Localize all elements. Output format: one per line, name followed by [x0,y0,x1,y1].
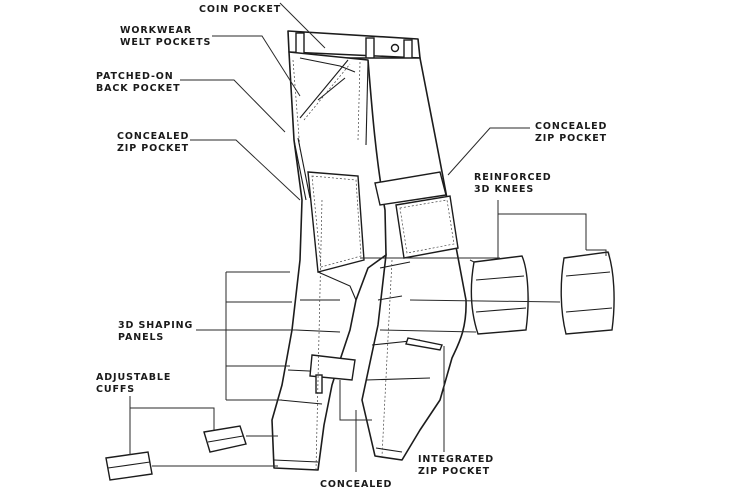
label-welt-pockets: WORKWEAR WELT POCKETS [120,25,212,48]
label-reinforced-knees: REINFORCED 3D KNEES [474,172,552,195]
knee-pad-piece-2 [560,251,615,335]
label-concealed-zip-pocket-right: CONCEALED ZIP POCKET [535,121,608,144]
cuff-piece-1 [203,425,247,453]
pants-illustration [271,30,467,471]
cuff-piece-2 [105,451,153,481]
label-shaping-panels: 3D SHAPING PANELS [118,320,194,343]
knee-pad-piece-1 [470,255,530,335]
label-concealed-zip-pocket-left: CONCEALED ZIP POCKET [117,131,190,154]
label-patched-back-pocket: PATCHED-ON BACK POCKET [96,71,181,94]
label-adjustable-cuffs: ADJUSTABLE CUFFS [96,372,172,395]
label-concealed-bottom: CONCEALED [320,479,393,490]
leader-lines [129,2,607,472]
label-integrated-zip-pocket: INTEGRATED ZIP POCKET [418,454,495,477]
label-coin-pocket: COIN POCKET [199,4,282,15]
